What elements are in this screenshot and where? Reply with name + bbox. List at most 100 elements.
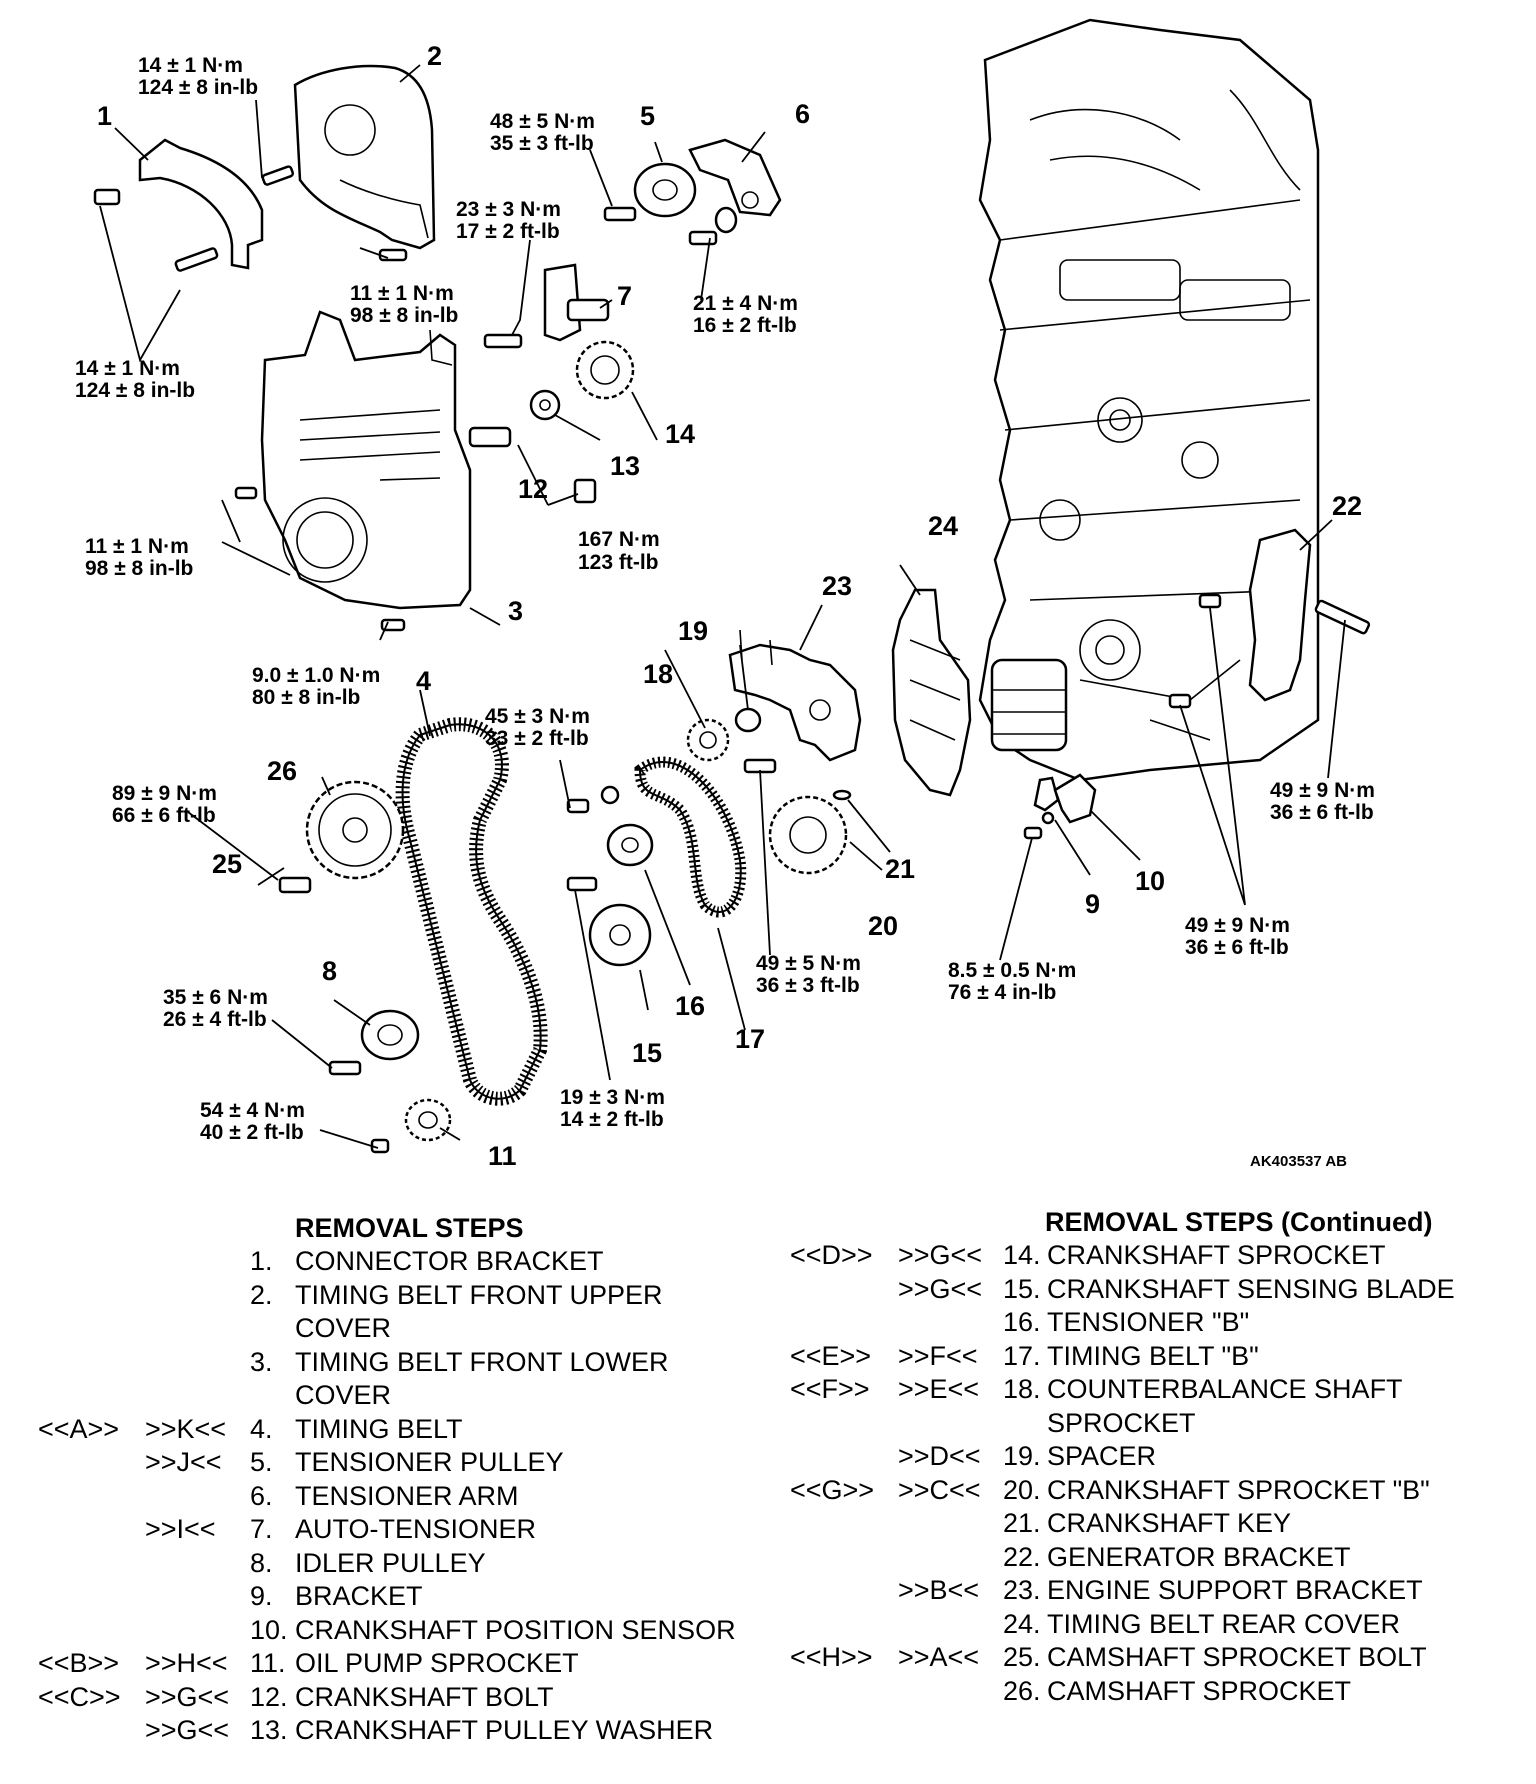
torque-label: 35 ± 3 ft-lb bbox=[490, 132, 594, 155]
callout-13: 13 bbox=[610, 451, 640, 481]
assembly-note-code: >>D<< bbox=[898, 1441, 981, 1471]
install-note-code: <<F>> bbox=[790, 1374, 870, 1404]
counterbalance-sprocket-part bbox=[686, 718, 730, 762]
lower-front-cover-part bbox=[260, 310, 472, 610]
camshaft-sprocket-bolt-part bbox=[278, 876, 312, 894]
torque-label: 98 ± 8 in-lb bbox=[350, 304, 458, 327]
step-part-name: CRANKSHAFT BOLT bbox=[295, 1681, 554, 1712]
step-number: 18. bbox=[1003, 1374, 1041, 1404]
removal-steps-heading: REMOVAL STEPS bbox=[295, 1213, 524, 1243]
callout-24: 24 bbox=[928, 511, 958, 541]
callout-3: 3 bbox=[508, 596, 523, 626]
torque-label: 36 ± 6 ft-lb bbox=[1185, 936, 1289, 959]
torque-label: 124 ± 8 in-lb bbox=[138, 76, 258, 99]
removal-step-row: <<B>>>>H<<11.OIL PUMP SPROCKET bbox=[0, 1647, 760, 1681]
callout-7: 7 bbox=[617, 281, 632, 311]
figure-code: AK403537 AB bbox=[1250, 1153, 1347, 1170]
torque-label: 14 ± 2 ft-lb bbox=[560, 1108, 664, 1131]
torque-label: 33 ± 2 ft-lb bbox=[485, 727, 589, 750]
tensioner-b-part bbox=[606, 823, 654, 867]
install-note-code: <<G>> bbox=[790, 1474, 875, 1505]
assembly-note-code: >>A<< bbox=[898, 1642, 980, 1672]
removal-step-row: 8.IDLER PULLEY bbox=[0, 1547, 760, 1581]
torque-label: 123 ft-lb bbox=[578, 551, 659, 574]
torque-label: 23 ± 3 N·m bbox=[456, 198, 561, 221]
step-part-name: TIMING BELT FRONT UPPER bbox=[295, 1279, 663, 1310]
torque-label: 26 ± 4 ft-lb bbox=[163, 1008, 267, 1031]
removal-step-row: >>G<<13.CRANKSHAFT PULLEY WASHER bbox=[0, 1714, 760, 1748]
engine-block bbox=[978, 18, 1320, 782]
removal-step-row: <<G>> >>C<< 20.CRANKSHAFT SPROCKET "B" bbox=[0, 1474, 1536, 1508]
step-part-name: CRANKSHAFT SPROCKET "B" bbox=[1047, 1474, 1430, 1505]
camshaft-sprocket-part bbox=[305, 780, 405, 880]
assembly-note-code: >>G<< bbox=[898, 1240, 983, 1270]
step-number: 19. bbox=[1003, 1441, 1041, 1471]
crankshaft-position-sensor-part bbox=[1053, 773, 1097, 824]
torque-label: 124 ± 8 in-lb bbox=[75, 379, 195, 402]
step-part-name: CONNECTOR BRACKET bbox=[295, 1246, 604, 1276]
leader-lines bbox=[99, 64, 1346, 1149]
step-part-name: GENERATOR BRACKET bbox=[1047, 1541, 1351, 1572]
callout-14: 14 bbox=[665, 419, 695, 449]
step-part-name: OIL PUMP SPROCKET bbox=[295, 1648, 579, 1678]
step-part-name: CAMSHAFT SPROCKET bbox=[1047, 1675, 1352, 1706]
callout-10: 10 bbox=[1135, 866, 1165, 896]
spacer-part bbox=[734, 707, 762, 733]
step-part-name: SPACER bbox=[1047, 1441, 1157, 1471]
assembly-note-code: >>B<< bbox=[898, 1575, 980, 1605]
torque-label: 167 N·m bbox=[578, 528, 660, 551]
step-number: 24. bbox=[1003, 1608, 1041, 1639]
torque-label: 54 ± 4 N·m bbox=[200, 1099, 305, 1122]
step-part-name: TIMING BELT bbox=[295, 1413, 463, 1444]
callout-26: 26 bbox=[267, 756, 297, 786]
assembly-note-code: >>G<< bbox=[145, 1715, 230, 1745]
step-number: 9. bbox=[250, 1581, 273, 1611]
step-part-name: BRACKET bbox=[295, 1581, 423, 1611]
step-part-name: CRANKSHAFT POSITION SENSOR bbox=[295, 1614, 736, 1645]
sensing-blade-part bbox=[588, 903, 652, 967]
step-number: 20. bbox=[1003, 1474, 1041, 1505]
torque-label: 8.5 ± 0.5 N·m bbox=[948, 959, 1076, 982]
assembly-note-code: >>J<< bbox=[145, 1447, 222, 1477]
step-part-name: SPROCKET bbox=[1047, 1407, 1196, 1438]
torque-label: 17 ± 2 ft-lb bbox=[456, 220, 560, 243]
removal-step-row: <<C>>>>G<<12.CRANKSHAFT BOLT bbox=[0, 1681, 760, 1715]
exploded-timing-belt-diagram: 1 2 3 4 5 6 7 8 9 10 11 12 13 14 15 16 1… bbox=[75, 18, 1375, 1171]
rear-cover-part bbox=[891, 588, 972, 797]
step-number: 13. bbox=[250, 1715, 288, 1745]
install-note-code: <<A>> bbox=[38, 1413, 120, 1444]
callout-15: 15 bbox=[632, 1038, 662, 1068]
step-part-name: ENGINE SUPPORT BRACKET bbox=[1047, 1575, 1423, 1605]
tensioner-arm-part bbox=[688, 138, 782, 217]
step-number: 5. bbox=[250, 1447, 273, 1477]
torque-label: 36 ± 6 ft-lb bbox=[1270, 801, 1374, 824]
removal-step-row: COVER bbox=[0, 1312, 760, 1346]
removal-step-row: 6.TENSIONER ARM bbox=[0, 1480, 760, 1514]
callout-5: 5 bbox=[640, 101, 655, 131]
removal-step-row: SPROCKET bbox=[0, 1407, 1536, 1441]
step-number: 11. bbox=[250, 1648, 286, 1678]
step-number: 1. bbox=[250, 1246, 273, 1276]
removal-step-row: 10.CRANKSHAFT POSITION SENSOR bbox=[0, 1614, 760, 1648]
removal-step-row: >>J<<5.TENSIONER PULLEY bbox=[0, 1446, 760, 1480]
tensioner-pulley-part bbox=[633, 162, 697, 218]
callout-8: 8 bbox=[322, 956, 337, 986]
step-number: 22. bbox=[1003, 1541, 1041, 1572]
removal-step-row: 2.TIMING BELT FRONT UPPER bbox=[0, 1279, 760, 1313]
step-number: 10. bbox=[250, 1614, 288, 1645]
assembly-note-code: >>I<< bbox=[145, 1514, 216, 1544]
removal-steps-continued-heading: REMOVAL STEPS (Continued) bbox=[1045, 1207, 1433, 1237]
step-part-name: TENSIONER ARM bbox=[295, 1480, 519, 1511]
step-number: 3. bbox=[250, 1346, 273, 1377]
removal-step-row: >>D<< 19.SPACER bbox=[0, 1440, 1536, 1474]
removal-step-row: 26.CAMSHAFT SPROCKET bbox=[0, 1675, 1536, 1709]
callout-19: 19 bbox=[678, 616, 708, 646]
assembly-note-code: >>C<< bbox=[898, 1474, 981, 1505]
assembly-note-code: >>H<< bbox=[145, 1648, 228, 1678]
step-part-name: IDLER PULLEY bbox=[295, 1547, 486, 1578]
torque-label: 45 ± 3 N·m bbox=[485, 705, 590, 728]
torque-label: 98 ± 8 in-lb bbox=[85, 557, 193, 580]
torque-specs: 14 ± 1 N·m 124 ± 8 in-lb 14 ± 1 N·m 124 … bbox=[75, 54, 1375, 1144]
torque-label: 11 ± 1 N·m bbox=[350, 282, 454, 305]
step-number: 21. bbox=[1003, 1508, 1041, 1538]
